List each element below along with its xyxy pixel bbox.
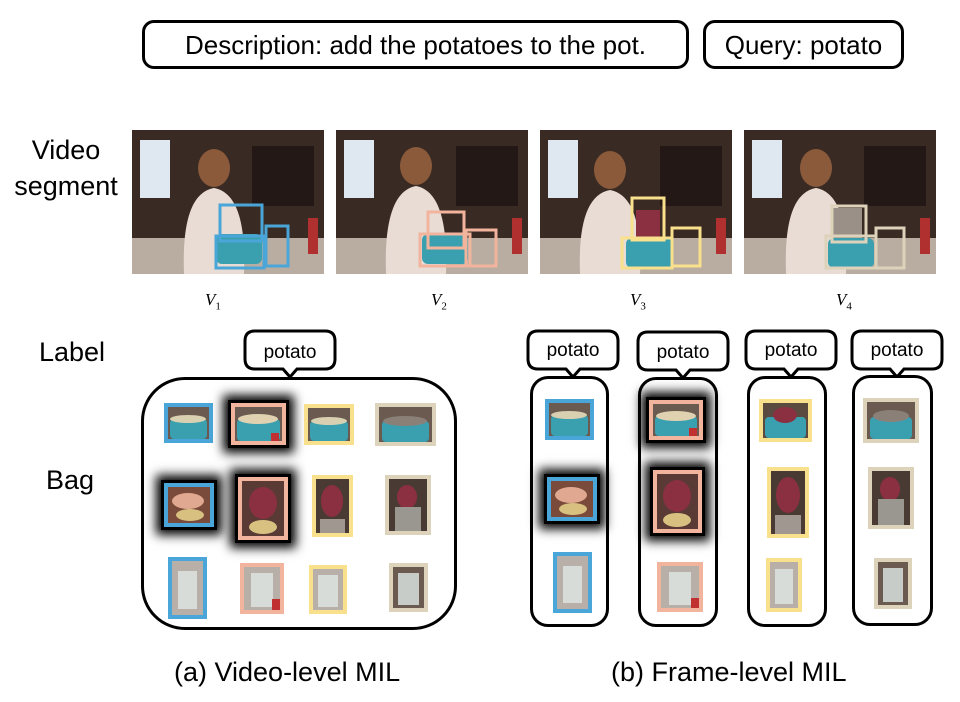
video-frame-v3 bbox=[540, 130, 732, 274]
segment-sub: 1 bbox=[215, 300, 221, 313]
bag-crop-pot-v1 bbox=[164, 403, 213, 443]
segment-label-v3: V3 bbox=[630, 290, 646, 312]
label-bubble-text: potato bbox=[764, 340, 818, 361]
caption-video-level-mil: (a) Video-level MIL bbox=[174, 657, 401, 687]
row-label-video-segment: Video segment bbox=[0, 132, 132, 204]
segment-name: V bbox=[205, 290, 216, 309]
segment-sub: 4 bbox=[846, 300, 852, 313]
row-label-video-line2: segment bbox=[14, 171, 118, 201]
video-frame-v1 bbox=[132, 130, 324, 274]
frame-bag-v1-cup bbox=[553, 552, 592, 613]
caption-frame-level-mil: (b) Frame-level MIL bbox=[611, 657, 847, 687]
segment-label-v1: V1 bbox=[205, 290, 221, 312]
label-bubble-video-level: potato bbox=[243, 329, 337, 379]
video-frame-v4 bbox=[744, 130, 936, 274]
bag-crop-hand-v1 bbox=[164, 483, 214, 527]
frame-bag-v3-cup bbox=[766, 558, 802, 612]
segment-name: V bbox=[630, 290, 641, 309]
bag-crop-pot-v4 bbox=[375, 403, 436, 446]
segment-sub: 2 bbox=[441, 300, 447, 313]
row-label-video-line1: Video bbox=[31, 135, 101, 165]
description-box: Description: add the potatoes to the pot… bbox=[142, 20, 689, 69]
query-text: Query: potato bbox=[724, 29, 883, 60]
row-label-label: Label bbox=[38, 337, 106, 367]
frame-bag-v3-hand bbox=[767, 467, 809, 538]
frame-bag-v4-hand bbox=[868, 467, 914, 529]
frame-bag-v1-hand bbox=[547, 477, 597, 521]
segment-label-v4: V4 bbox=[836, 290, 852, 312]
bag-crop-pot-v3 bbox=[304, 404, 354, 445]
bag-crop-pot-v2 bbox=[231, 403, 286, 445]
video-frame-v2 bbox=[336, 130, 528, 274]
frame-bag-v4-cup bbox=[874, 558, 912, 609]
label-bubble-text: potato bbox=[656, 342, 710, 363]
frame-bag-v3-pot bbox=[759, 399, 812, 442]
bag-crop-hand-v4 bbox=[385, 475, 431, 535]
query-box: Query: potato bbox=[703, 20, 904, 69]
label-bubble-text: potato bbox=[870, 340, 924, 361]
label-bubble-frame-v2: potato bbox=[636, 330, 730, 380]
bag-crop-hand-v2 bbox=[238, 477, 288, 540]
label-bubble-text: potato bbox=[263, 342, 317, 363]
frame-bag-v2-hand bbox=[653, 470, 702, 533]
label-bubble-frame-v4: potato bbox=[850, 329, 944, 379]
segment-label-v2: V2 bbox=[431, 290, 447, 312]
bag-crop-cup-v2 bbox=[240, 563, 284, 614]
bag-crop-hand-v3 bbox=[312, 475, 353, 537]
row-label-bag: Bag bbox=[45, 465, 95, 495]
bag-crop-cup-v1 bbox=[168, 557, 207, 619]
frame-bag-v4-pot bbox=[863, 398, 919, 443]
frame-bag-v1-pot bbox=[545, 399, 594, 440]
segment-name: V bbox=[431, 290, 442, 309]
label-bubble-frame-v1: potato bbox=[526, 329, 620, 379]
frame-bag-v2-cup bbox=[657, 562, 703, 612]
label-bubble-frame-v3: potato bbox=[744, 329, 838, 379]
segment-name: V bbox=[836, 290, 847, 309]
frame-bag-v2-pot bbox=[649, 400, 703, 440]
bag-crop-cup-v4 bbox=[389, 563, 428, 612]
bag-crop-cup-v3 bbox=[309, 565, 347, 614]
segment-sub: 3 bbox=[640, 300, 646, 313]
description-text: Description: add the potatoes to the pot… bbox=[184, 29, 647, 60]
label-bubble-text: potato bbox=[546, 340, 600, 361]
